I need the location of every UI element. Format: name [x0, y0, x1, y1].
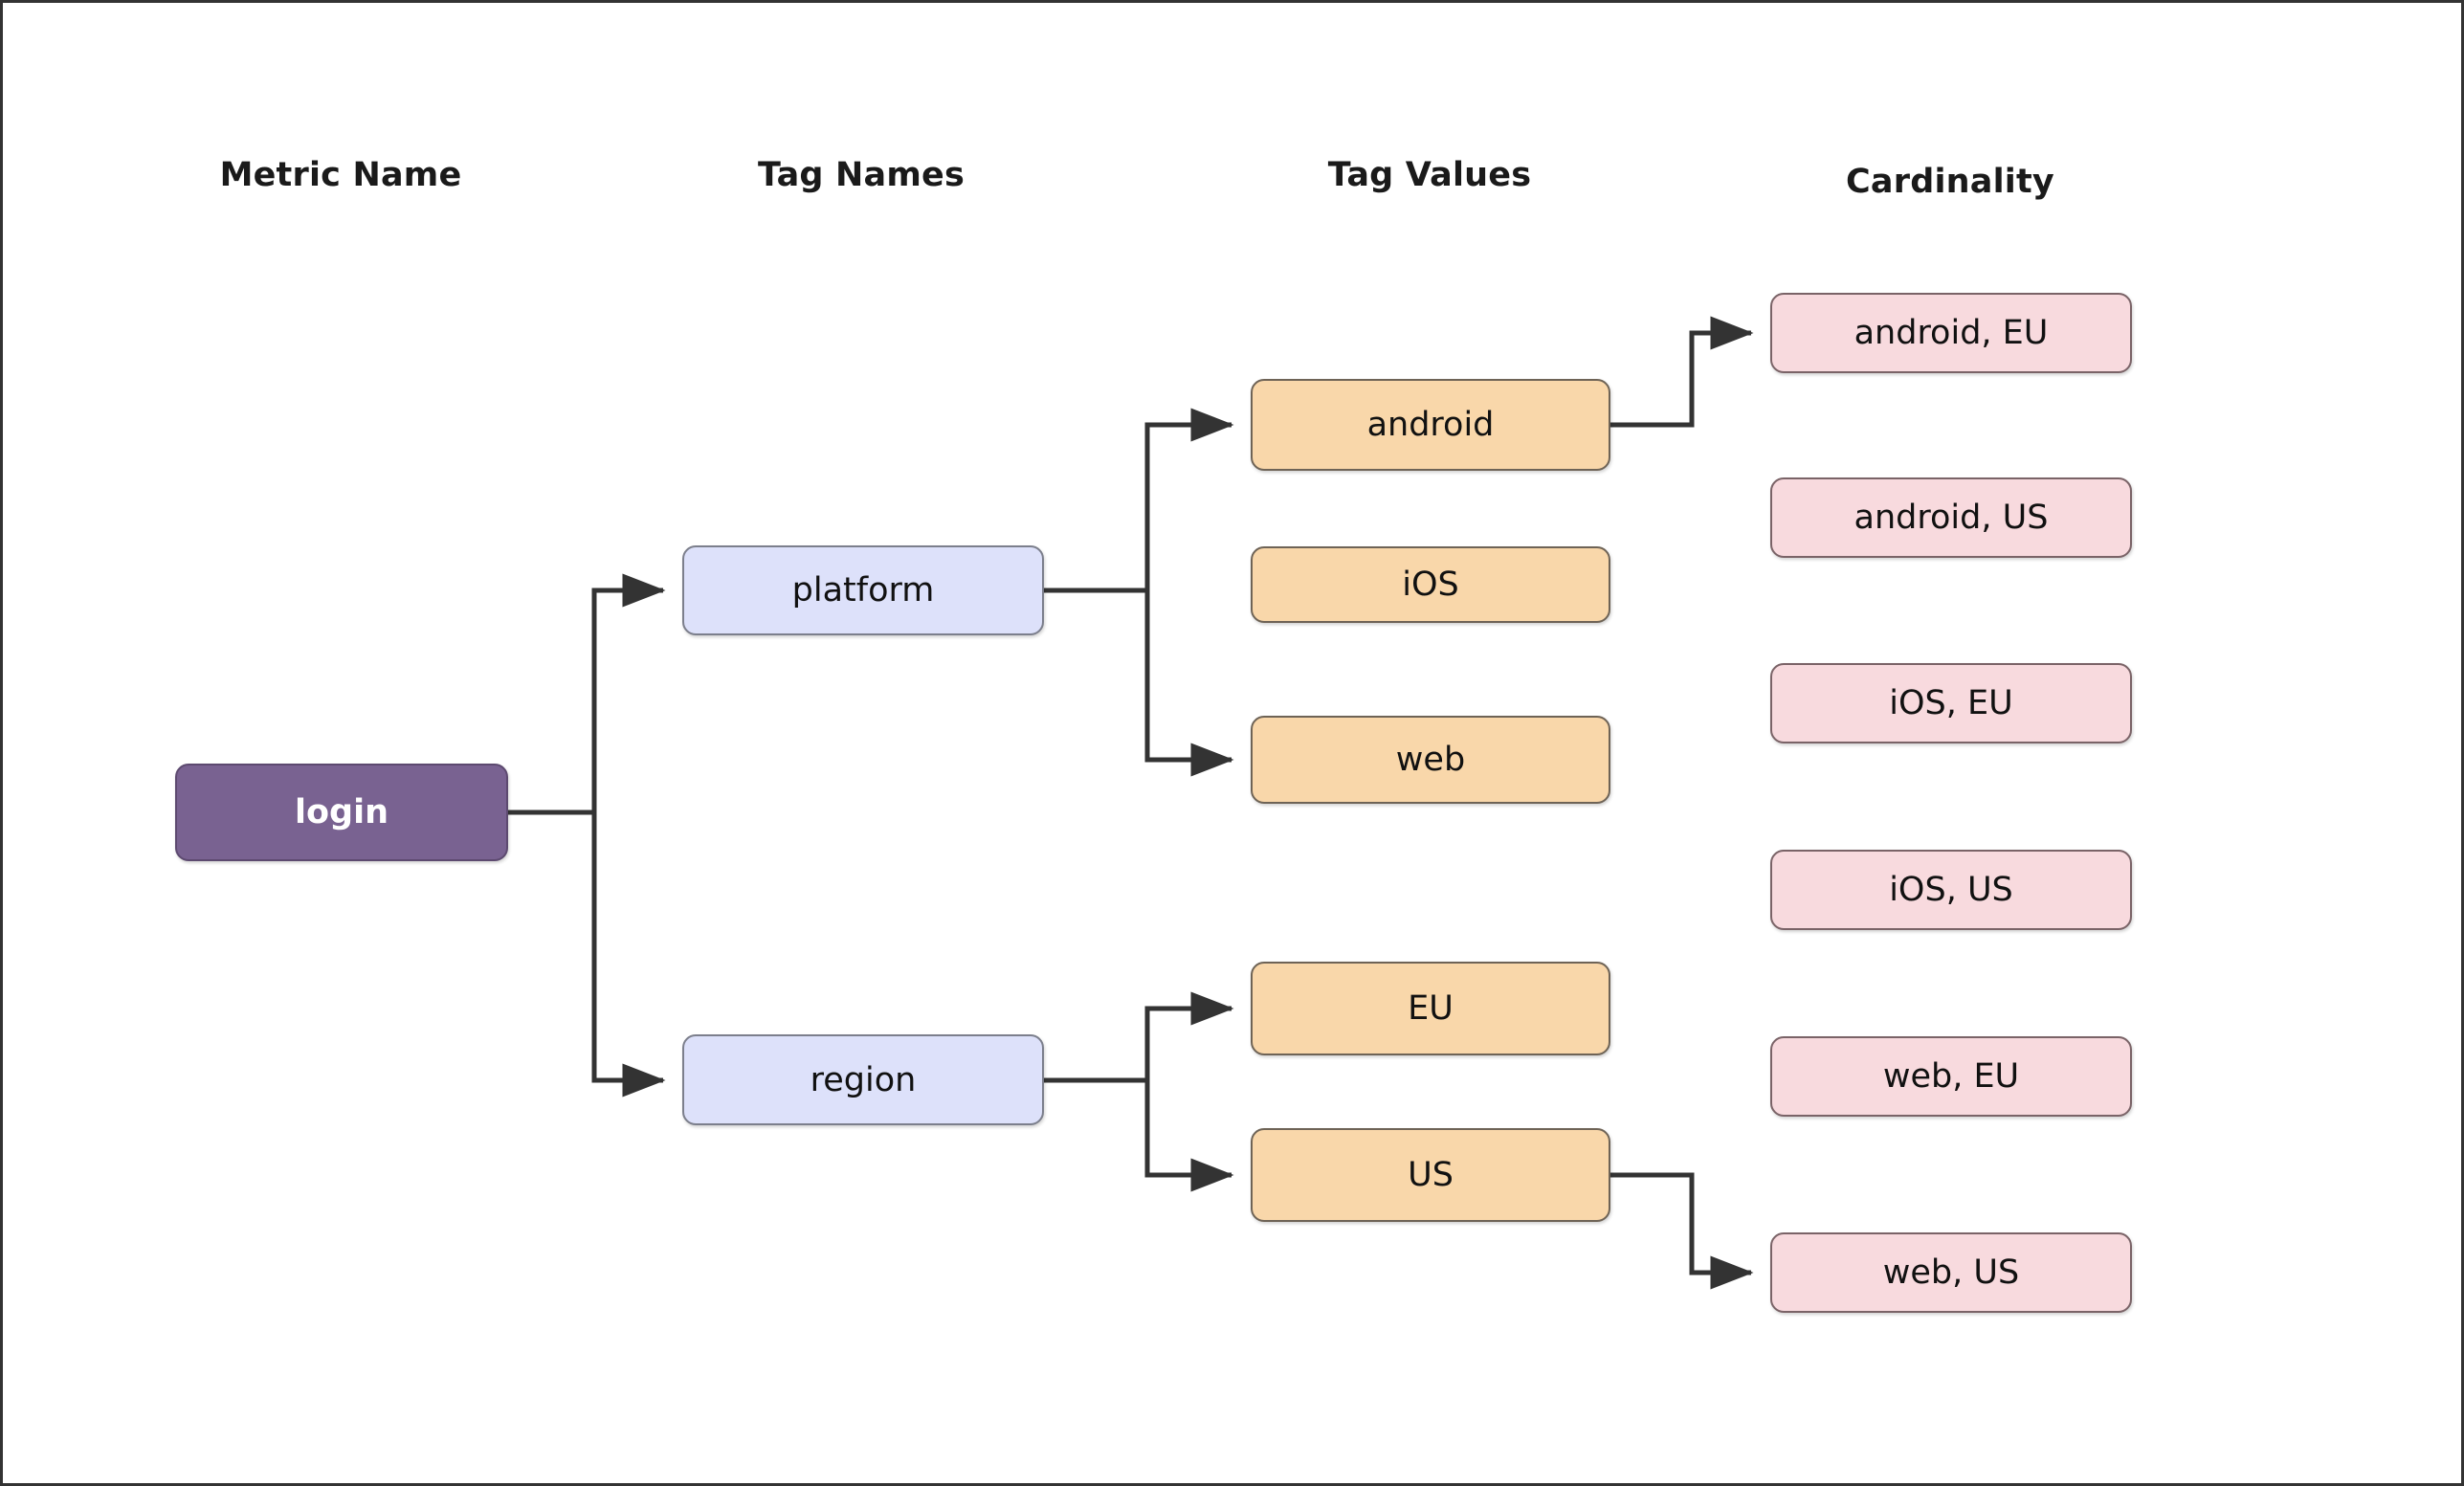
cardinality-node-ios-eu[interactable]: iOS, EU — [1770, 663, 2132, 743]
column-header-cardinality: Cardinality — [1846, 163, 2054, 201]
edge-region-to-eu — [1044, 991, 1234, 1083]
cardinality-node-android-us[interactable]: android, US — [1770, 477, 2132, 558]
cardinality-node-ios-us[interactable]: iOS, US — [1770, 850, 2132, 930]
edge-android-to-android-eu — [1610, 316, 1754, 428]
cardinality-node-web-eu[interactable]: web, EU — [1770, 1036, 2132, 1117]
tag-value-node-web[interactable]: web — [1251, 716, 1610, 804]
metric-node-login[interactable]: login — [175, 764, 508, 861]
tag-value-node-ios[interactable]: iOS — [1251, 546, 1610, 623]
tag-value-node-eu[interactable]: EU — [1251, 962, 1610, 1055]
cardinality-node-android-eu[interactable]: android, EU — [1770, 293, 2132, 373]
edge-platform-to-web — [1144, 590, 1234, 777]
edge-us-to-web-us — [1610, 1172, 1754, 1290]
column-header-metric-name: Metric Name — [219, 156, 462, 194]
tag-value-node-android[interactable]: android — [1251, 379, 1610, 471]
edge-login-to-platform — [508, 573, 666, 815]
edge-login-to-region — [508, 810, 666, 1098]
column-header-tag-values: Tag Values — [1327, 156, 1532, 194]
edge-region-to-us — [1144, 1080, 1234, 1192]
edge-platform-to-android — [1044, 408, 1234, 593]
tag-name-node-region[interactable]: region — [682, 1034, 1044, 1125]
cardinality-node-web-us[interactable]: web, US — [1770, 1232, 2132, 1313]
column-header-tag-names: Tag Names — [758, 156, 965, 194]
tag-value-node-us[interactable]: US — [1251, 1128, 1610, 1222]
tag-name-node-platform[interactable]: platform — [682, 545, 1044, 635]
